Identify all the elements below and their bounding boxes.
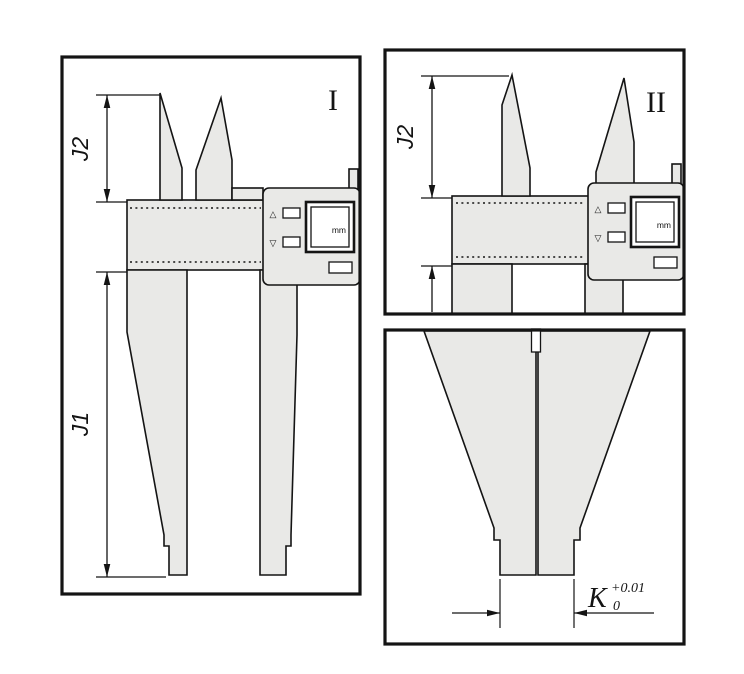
panel-2-numeral: II <box>646 86 666 119</box>
panel-3-jaw-detail: K +0.01 0 <box>383 328 686 646</box>
k-tolerance-lower: 0 <box>613 599 620 614</box>
dimension-j2-panel-2: J2 <box>392 75 509 199</box>
caliper-1-button-up <box>282 207 301 219</box>
panel-1-border <box>60 55 362 596</box>
caliper-1-bottom-button <box>328 261 353 274</box>
k-tolerance-upper: +0.01 <box>611 581 645 596</box>
caliper-2-button-up <box>607 202 626 214</box>
j2-label: J2 <box>67 137 93 163</box>
triangle-down-icon: ▽ <box>270 238 277 248</box>
detail-center-notch <box>530 328 542 353</box>
caliper-1-upper-jaw-right <box>195 94 233 201</box>
triangle-down-icon: ▽ <box>595 233 602 243</box>
caliper-1-screen <box>310 206 350 248</box>
caliper-2-button-down <box>607 231 626 243</box>
caliper-1-clamp-screw <box>348 168 359 190</box>
caliper-2-clamp-screw <box>671 163 682 185</box>
dimension-j2-panel-1: J2 <box>67 94 160 203</box>
caliper-2-upper-jaw-right <box>595 77 635 197</box>
triangle-up-icon: △ <box>595 204 602 214</box>
panel-2-caliper-variant: △ ▽ mm II J2 <box>383 48 686 316</box>
j1-label: J1 <box>67 412 93 437</box>
panel-1-numeral: I <box>328 84 338 117</box>
panel-3-border <box>383 328 686 646</box>
caliper-1-lower-jaw-right <box>259 269 298 576</box>
panel-1-caliper-full: △ ▽ mm I J2 J1 <box>60 55 362 596</box>
detail-jaw-right <box>537 330 652 576</box>
caliper-1-lower-jaw-left <box>126 269 188 576</box>
detail-jaw-left <box>422 330 537 576</box>
caliper-1-unit-label: mm <box>332 225 346 235</box>
j2-label: J2 <box>392 125 418 151</box>
caliper-1-upper-jaw-left <box>159 92 183 201</box>
dimension-k: K +0.01 0 <box>452 579 654 628</box>
dimension-j1-panel-1: J1 <box>67 271 166 578</box>
caliper-1-slider-step <box>231 187 264 201</box>
panel-2-border <box>383 48 686 316</box>
dimension-partial-panel-2 <box>421 265 452 312</box>
caliper-1-button-down <box>282 236 301 248</box>
caliper-2-unit-label: mm <box>657 220 671 230</box>
triangle-up-icon: △ <box>270 209 277 219</box>
caliper-2-bottom-button <box>653 256 678 269</box>
caliper-2-upper-jaw-left <box>501 71 531 197</box>
k-label: K <box>587 583 608 614</box>
caliper-2-lower-jaw-left <box>451 263 513 315</box>
caliper-2-screen <box>635 201 675 243</box>
